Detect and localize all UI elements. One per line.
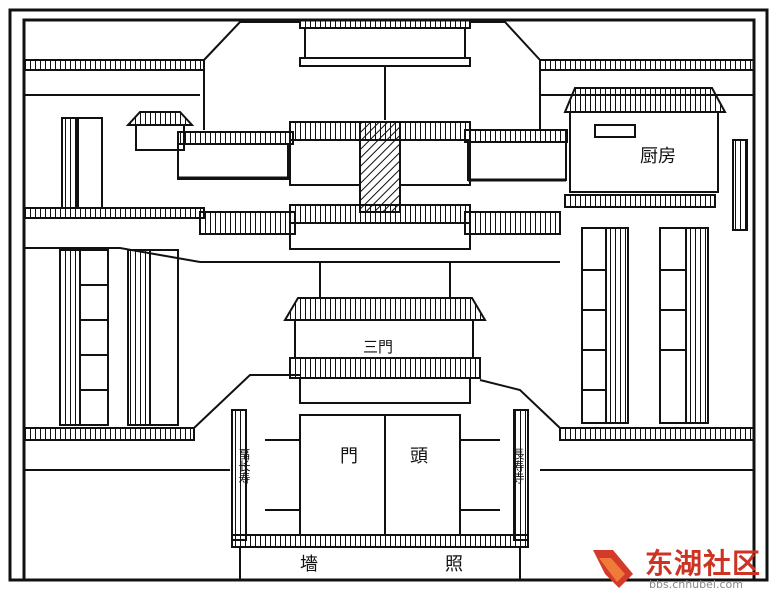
- head-label: 頭: [410, 446, 428, 467]
- small-pavilion: [125, 111, 195, 151]
- kitchen-label: 厨房: [640, 146, 676, 167]
- lower-walls: [23, 374, 755, 471]
- wall-label-left: 墻: [300, 554, 318, 575]
- right-upper-tower: [732, 139, 748, 231]
- kitchen-building: [563, 87, 727, 208]
- wall-label-right: 照: [445, 554, 463, 575]
- brand-logo-icon: [593, 550, 633, 588]
- top-walls: [23, 21, 755, 130]
- watermark-url: bbs.cnhubei.com: [649, 578, 743, 591]
- third-gate-label: 三門: [363, 338, 393, 356]
- main-hall: [177, 121, 568, 213]
- gate-label: 門: [340, 446, 358, 467]
- left-side-inscription: 畐长寿: [237, 448, 251, 484]
- left-corridors: [59, 249, 179, 426]
- main-gate: [231, 409, 529, 580]
- site-watermark: 东湖社区 bbs.cnhubei.com: [589, 542, 769, 596]
- watermark-brand-name: 东湖社区: [645, 547, 762, 580]
- middle-walls: [23, 204, 561, 263]
- top-hall: [299, 19, 471, 120]
- right-corridors: [581, 227, 709, 424]
- third-gate-hall: [283, 262, 487, 404]
- left-upper-tower: [61, 117, 77, 209]
- right-side-inscription: 長寿寺: [511, 448, 525, 484]
